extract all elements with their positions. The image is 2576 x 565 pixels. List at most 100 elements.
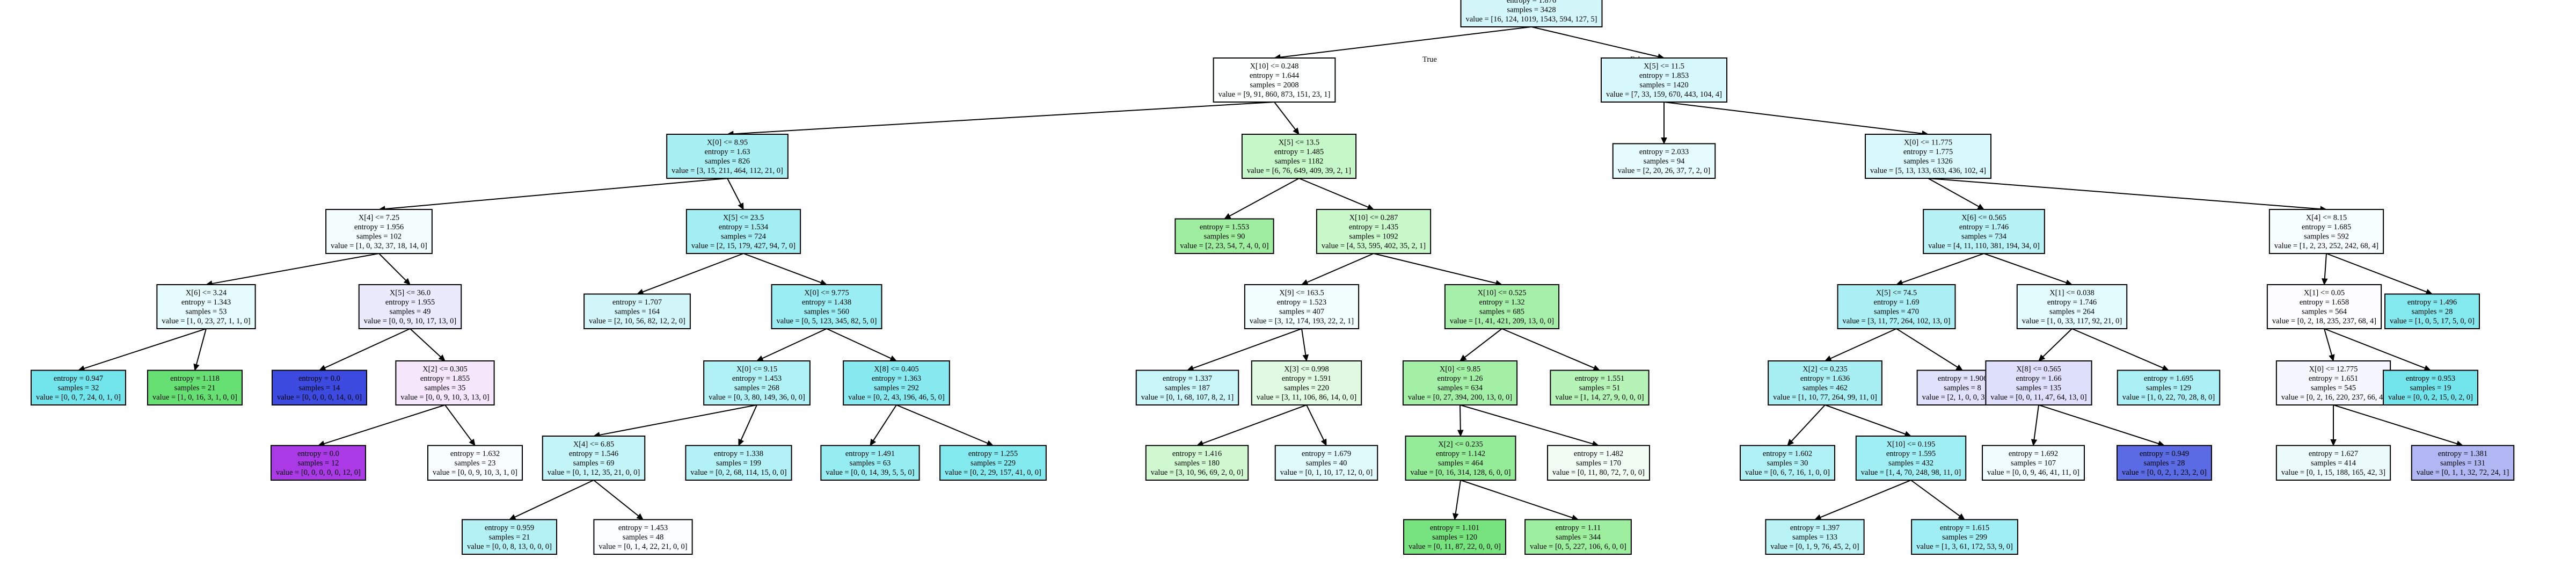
edge-arrowhead	[2322, 278, 2328, 286]
tree-edge	[733, 102, 1275, 135]
node-line: X[5] <= 36.0	[390, 289, 430, 298]
edge-arrowhead	[1367, 204, 1375, 210]
node-line: entropy = 1.491	[845, 450, 895, 458]
node-box	[1982, 445, 2085, 481]
edge-arrowhead	[438, 354, 446, 361]
node-line: value = [0, 2, 68, 114, 15, 0, 0]	[690, 468, 786, 477]
tree-edge	[324, 404, 446, 445]
node-line: samples = 1092	[1349, 233, 1398, 241]
node-line: value = [0, 0, 11, 47, 64, 13, 0]	[1990, 393, 2086, 402]
edge-arrowhead	[1457, 430, 1464, 437]
node-line: samples = 21	[489, 533, 530, 542]
node-box	[1985, 360, 2092, 405]
node-box	[1241, 134, 1357, 179]
tree-edge	[195, 328, 207, 365]
node-line: entropy = 1.853	[1639, 71, 1689, 80]
node-line: value = [0, 0, 2, 15, 0, 2, 0]	[2388, 393, 2473, 402]
node-box	[2117, 370, 2221, 405]
node-line: entropy = 1.338	[714, 450, 763, 458]
node-line: entropy = 1.551	[1575, 374, 1624, 383]
node-line: entropy = 1.435	[1349, 223, 1398, 231]
node-line: entropy = 1.397	[1790, 524, 1840, 532]
tree-edge	[1825, 404, 1906, 435]
node-line: value = [1, 2, 23, 252, 242, 68, 4]	[2274, 242, 2378, 250]
node-box	[843, 360, 950, 405]
node-line: entropy = 1.685	[2302, 223, 2351, 231]
node-line: samples = 187	[1165, 384, 1210, 393]
node-line: samples = 344	[1556, 533, 1601, 542]
node-box	[1923, 209, 2045, 254]
node-line: samples = 299	[1942, 533, 1987, 542]
node-line: X[0] <= 9.775	[804, 289, 849, 298]
node-line: samples = 826	[705, 157, 750, 166]
node-box	[1444, 284, 1560, 329]
node-line: entropy = 1.955	[385, 298, 435, 307]
node-line: samples = 28	[2144, 459, 2185, 468]
node-line: entropy = 0.949	[2140, 450, 2189, 458]
tree-edge	[762, 328, 827, 359]
node-line: X[0] <= 8.95	[707, 139, 748, 147]
tree-edge	[1464, 328, 1502, 358]
node-line: value = [3, 11, 106, 86, 14, 0, 0]	[1257, 393, 1356, 402]
node-line: samples = 120	[1432, 533, 1477, 542]
node-line: samples = 220	[1284, 384, 1329, 393]
node-line: X[10] <= 0.287	[1349, 214, 1398, 222]
tree-edge	[1531, 26, 1659, 57]
node-box	[427, 445, 523, 481]
node-box	[1768, 360, 1882, 405]
node-box	[939, 445, 1047, 481]
node-line: value = [0, 1, 9, 76, 45, 2, 0]	[1770, 542, 1859, 551]
node-line: value = [0, 5, 227, 106, 6, 0, 0]	[1530, 542, 1626, 551]
node-line: entropy = 1.485	[1274, 148, 1324, 156]
node-box	[2117, 445, 2212, 481]
node-line: value = [1, 10, 77, 264, 99, 11, 0]	[1773, 393, 1877, 402]
tree-edge	[1983, 253, 2067, 284]
tree-edge	[826, 328, 892, 359]
node-line: X[9] <= 163.5	[1279, 289, 1324, 298]
node-line: entropy = 1.69	[1873, 298, 1919, 307]
node-line: entropy = 1.523	[1277, 298, 1326, 307]
edge-arrowhead	[469, 438, 476, 446]
node-box	[1460, 0, 1603, 27]
edge-arrowhead	[986, 440, 994, 446]
tree-edge	[1306, 404, 1325, 441]
tree-edge	[410, 328, 441, 358]
node-line: value = [7, 33, 159, 670, 443, 104, 4]	[1606, 90, 1722, 99]
node-box	[272, 370, 367, 405]
node-line: samples = 107	[2011, 459, 2056, 468]
node-line: X[0] <= 9.85	[1440, 365, 1480, 374]
node-line: value = [0, 0, 2, 1, 23, 2, 0]	[2122, 468, 2207, 477]
node-line: entropy = 1.416	[1172, 450, 1222, 458]
node-line: entropy = 1.381	[2438, 450, 2487, 458]
node-line: samples = 3428	[1507, 6, 1556, 15]
edge-arrowhead	[2330, 439, 2337, 446]
tree-edges	[77, 26, 2464, 521]
tree-edge	[896, 404, 988, 444]
node-line: X[2] <= 0.235	[1438, 440, 1483, 449]
node-line: value = [1, 3, 61, 172, 53, 9, 0]	[1916, 542, 2013, 551]
tree-edge	[1280, 26, 1532, 58]
node-line: entropy = 0.959	[485, 524, 534, 532]
node-line: samples = 164	[615, 308, 660, 316]
node-line: X[6] <= 3.24	[186, 289, 227, 298]
node-line: samples = 69	[573, 459, 615, 468]
tree-edge	[1460, 480, 1573, 518]
node-line: entropy = 1.627	[2309, 450, 2358, 458]
